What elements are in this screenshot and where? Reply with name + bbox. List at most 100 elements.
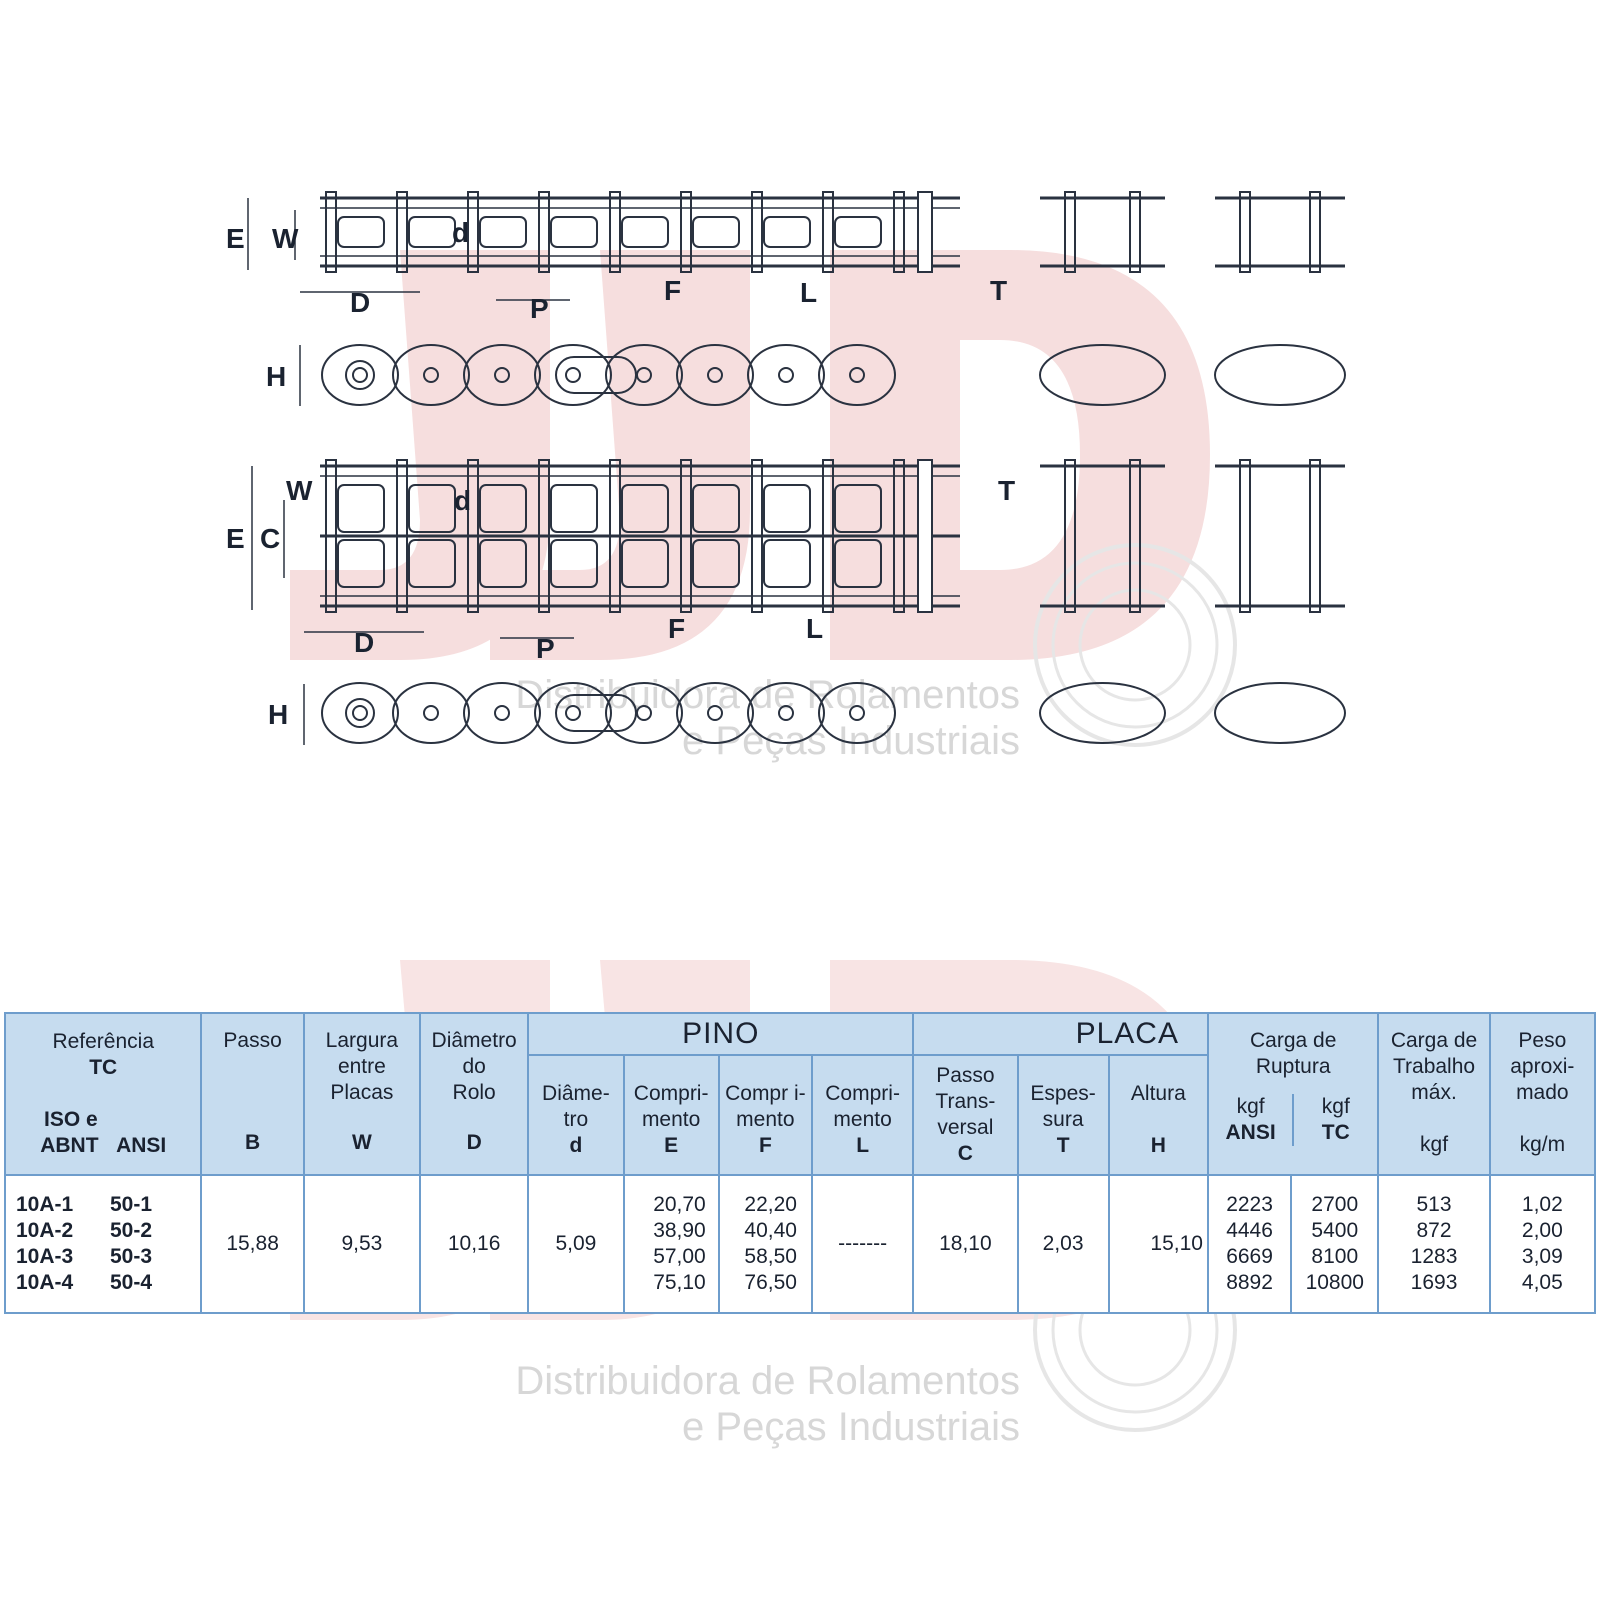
- comp-l-symbol: L: [856, 1134, 870, 1157]
- trabalho-unit: kgf: [1420, 1133, 1449, 1156]
- roller: [692, 539, 740, 588]
- passo-trans-line-3: versal: [937, 1116, 994, 1139]
- label-L: L: [800, 277, 817, 308]
- link-plate: [605, 344, 683, 406]
- label-H-duplex: H: [268, 699, 288, 730]
- ref-iso-2: 10A-2: [16, 1219, 74, 1242]
- cell-pino-comp-f: 22,20 40,40 58,50 76,50: [717, 1174, 813, 1314]
- peso-3: 3,09: [1521, 1245, 1563, 1268]
- label-D: D: [350, 287, 370, 318]
- pin: [538, 191, 550, 273]
- ruptura-tc-col: kgf TC: [1294, 1094, 1377, 1146]
- peso-2: 2,00: [1521, 1219, 1563, 1242]
- comp-l-line-1: Compri-: [825, 1082, 900, 1105]
- header-pino-group: PINO: [527, 1012, 915, 1056]
- header-pino-comp-l: Compri- mento L: [810, 1054, 915, 1176]
- chain-technical-drawing: E W d D P F L T H W d T E C D P F L H: [0, 170, 1600, 790]
- cell-pino-diametro: 5,09: [527, 1174, 625, 1314]
- label-P-duplex: P: [536, 633, 555, 664]
- cell-peso: 1,02 2,00 3,09 4,05: [1488, 1174, 1597, 1314]
- ruptura-ansi-unit: kgf: [1236, 1095, 1265, 1118]
- diametro-line-2: do: [462, 1055, 486, 1078]
- pin-hole: [565, 367, 581, 383]
- roller: [408, 539, 456, 588]
- cell-placa-espessura: 2,03: [1016, 1174, 1110, 1314]
- ref-iso-3: 10A-3: [16, 1245, 74, 1268]
- largura-symbol: W: [351, 1131, 372, 1154]
- pin-hole: [423, 705, 439, 721]
- pin-hole: [352, 367, 368, 383]
- link-plate: [676, 682, 754, 744]
- comp-e-2: 38,90: [653, 1219, 706, 1242]
- end-view-link: [1214, 344, 1346, 406]
- pino-diametro-line-2: tro: [563, 1108, 589, 1131]
- roller: [834, 216, 882, 248]
- header-largura: Largura entre Placas W: [302, 1012, 422, 1176]
- cell-pino-comp-e: 20,70 38,90 57,00 75,10: [622, 1174, 720, 1314]
- label-T-duplex: T: [998, 475, 1015, 506]
- link-plate: [321, 344, 399, 406]
- altura-symbol: H: [1150, 1134, 1166, 1157]
- ref-row: 10A-2 50-2: [16, 1218, 198, 1244]
- ref-ansi-2: 50-2: [110, 1219, 153, 1242]
- pin: [396, 459, 408, 613]
- ruptura-tc-unit: kgf: [1321, 1095, 1350, 1118]
- peso-line-2: aproxi-: [1510, 1055, 1575, 1078]
- roller: [763, 216, 811, 248]
- diametro-line-3: Rolo: [452, 1081, 496, 1104]
- roller: [621, 216, 669, 248]
- cell-placa-altura: 15,10: [1107, 1174, 1209, 1314]
- link-plate: [818, 682, 896, 744]
- altura-line-1: Altura: [1130, 1082, 1186, 1105]
- ruptura-ansi-2: 4446: [1226, 1219, 1273, 1242]
- passo-trans-symbol: C: [957, 1142, 973, 1165]
- header-placa-group: PLACA: [912, 1012, 1209, 1056]
- pin: [822, 459, 834, 613]
- label-C-duplex: C: [260, 523, 280, 554]
- dimension-lines: [247, 198, 574, 745]
- espessura-line-1: Espes-: [1030, 1082, 1096, 1105]
- ruptura-ansi-col: kgf ANSI: [1209, 1094, 1295, 1146]
- label-P: P: [530, 293, 549, 324]
- pin: [467, 191, 479, 273]
- label-F-duplex: F: [668, 613, 685, 644]
- roller: [763, 484, 811, 533]
- ruptura-line-2: Ruptura: [1255, 1055, 1331, 1078]
- pin-hole: [849, 367, 865, 383]
- ruptura-ansi-label: ANSI: [1225, 1121, 1276, 1144]
- ref-line-3: ISO e: [8, 1107, 198, 1133]
- pin-hole: [636, 705, 652, 721]
- ref-ansi-4: 50-4: [110, 1271, 153, 1294]
- label-E: E: [226, 223, 245, 254]
- roller: [550, 539, 598, 588]
- header-pino-comp-e: Compri- mento E: [622, 1054, 720, 1176]
- header-passo: Passo B: [200, 1012, 305, 1176]
- roller: [337, 484, 385, 533]
- pin: [680, 191, 692, 273]
- link-plate: [321, 682, 399, 744]
- header-passo-transversal: Passo Trans- versal C: [912, 1054, 1019, 1176]
- roller: [692, 484, 740, 533]
- end-view-pin: [1129, 191, 1141, 273]
- trabalho-line-1: Carga de: [1390, 1029, 1478, 1052]
- cell-pino-comp-l: -------: [810, 1174, 915, 1314]
- connecting-link-clip: [555, 694, 637, 732]
- pin-hole: [778, 705, 794, 721]
- trabalho-2: 872: [1416, 1219, 1452, 1242]
- comp-e-1: 20,70: [653, 1193, 706, 1216]
- diametro-symbol: D: [466, 1131, 482, 1154]
- pin: [538, 459, 550, 613]
- pin: [325, 459, 337, 613]
- label-d: d: [452, 217, 469, 248]
- passo-label: Passo: [223, 1029, 282, 1052]
- label-D-duplex: D: [354, 627, 374, 658]
- ruptura-ansi-4: 8892: [1226, 1271, 1273, 1294]
- pin-hole: [778, 367, 794, 383]
- watermark-line-1: Distribuidora de Rolamentos: [515, 1359, 1020, 1403]
- ruptura-tc-label: TC: [1321, 1121, 1350, 1144]
- watermark-text-bottom: Distribuidora de Rolamentos e Peças Indu…: [440, 1358, 1020, 1450]
- header-carga-ruptura: Carga de Ruptura kgf ANSI kgf TC: [1206, 1012, 1380, 1176]
- comp-f-line-1: Compr i-: [725, 1082, 806, 1105]
